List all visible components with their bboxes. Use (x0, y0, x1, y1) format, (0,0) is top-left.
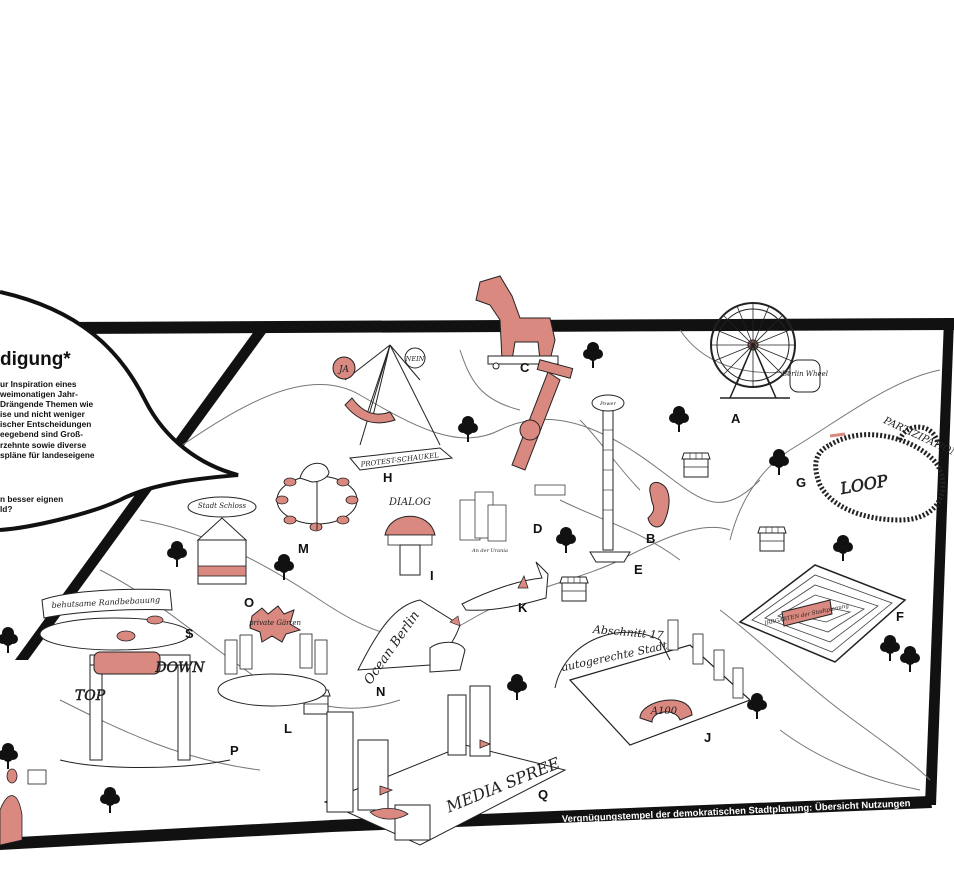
bubble-line: Drängende Themen wie (0, 399, 94, 410)
bubble-question: n besser eignen ld? (0, 494, 63, 514)
marker-e: E (634, 562, 643, 577)
marker-i: I (430, 568, 434, 583)
marker-s: S (185, 626, 194, 641)
marker-b: B (646, 531, 655, 546)
ride-carousel[interactable]: M (275, 462, 359, 556)
ride-stadtschloss[interactable]: Stadt Schloss O (187, 496, 257, 610)
ride-top-down[interactable]: TOP DOWN P (59, 651, 239, 768)
marker-d: D (533, 521, 542, 536)
bubble-line: ise und nicht weniger (0, 409, 85, 420)
marker-k: K (518, 600, 528, 615)
park-ground (0, 318, 954, 850)
bubble-title: digung* (0, 349, 71, 370)
marker-h: H (383, 470, 392, 485)
down-sign: DOWN (154, 660, 205, 676)
marker-c: C (520, 360, 530, 375)
ride-drop-tower[interactable]: An der Urania D (459, 359, 574, 554)
top-sign: TOP (75, 688, 106, 704)
stadtschloss-sign: Stadt Schloss (198, 502, 247, 510)
bubble-line: weimonatigen Jahr- (0, 389, 78, 400)
kiosk-icon (559, 576, 589, 602)
an-der-urania-label: An der Urania (471, 548, 508, 554)
bubble-line: ur Inspiration eines (0, 379, 77, 389)
marker-j: J (704, 730, 711, 745)
ride-ear[interactable]: B (646, 482, 670, 546)
bubble-question-line: ld? (0, 504, 13, 515)
ride-maze[interactable]: IRRGARTEN der Stadtplanung F (738, 564, 907, 663)
info-speech-bubble (0, 290, 239, 532)
ride-media-spree[interactable]: MEDIA SPREE Q (323, 685, 567, 846)
tower-top-sign: Power (599, 401, 616, 407)
marker-n: N (376, 684, 385, 699)
a100-sign: A100 (650, 706, 678, 717)
marker-l: L (284, 721, 292, 736)
marker-a: A (731, 411, 741, 426)
abschnitt-sign: Abschnitt 17 (591, 623, 664, 642)
marker-o: O (244, 595, 254, 610)
berlin-wheel-sign: Berlin Wheel (781, 370, 828, 378)
bubble-text: ur Inspiration eines weimonatigen Jahr- … (0, 379, 100, 460)
ride-dialog[interactable]: DIALOG I (384, 497, 436, 583)
sign-ja: JA (337, 365, 350, 375)
kiosk-icon (681, 452, 711, 478)
sign-nein: NEIN (405, 355, 425, 363)
shark-icon (461, 561, 549, 611)
corner-sketches (0, 768, 47, 846)
dialog-sign: DIALOG (388, 497, 431, 508)
bubble-line: eegebend sind Groß- (0, 429, 83, 440)
ear-icon (647, 482, 670, 528)
bubble-question-line: n besser eignen (0, 494, 64, 504)
ferris-wheel-icon (710, 302, 796, 399)
bubble-line: ischer Entscheidungen (0, 419, 92, 430)
marker-g: G (796, 475, 806, 490)
marker-m: M (298, 541, 309, 556)
marker-p: P (230, 743, 239, 758)
bubble-line: spläne für landeseigene (0, 449, 95, 460)
marker-f: F (896, 609, 904, 624)
kiosk-icon (757, 526, 787, 552)
ride-ferris-wheel[interactable]: Berlin Wheel A (710, 302, 828, 426)
private-gaerten-sign: private Gärten (249, 619, 301, 627)
bubble-line: rzehnte sowie diverse (0, 439, 87, 450)
ride-randbebauung[interactable]: behutsame Randbebauung S (39, 588, 194, 651)
ride-tall-tower[interactable]: Power E (589, 394, 643, 577)
ride-private-gardens[interactable]: private Gärten L (217, 605, 328, 736)
marker-q: Q (538, 787, 548, 802)
ride-shark[interactable]: K (461, 561, 549, 615)
